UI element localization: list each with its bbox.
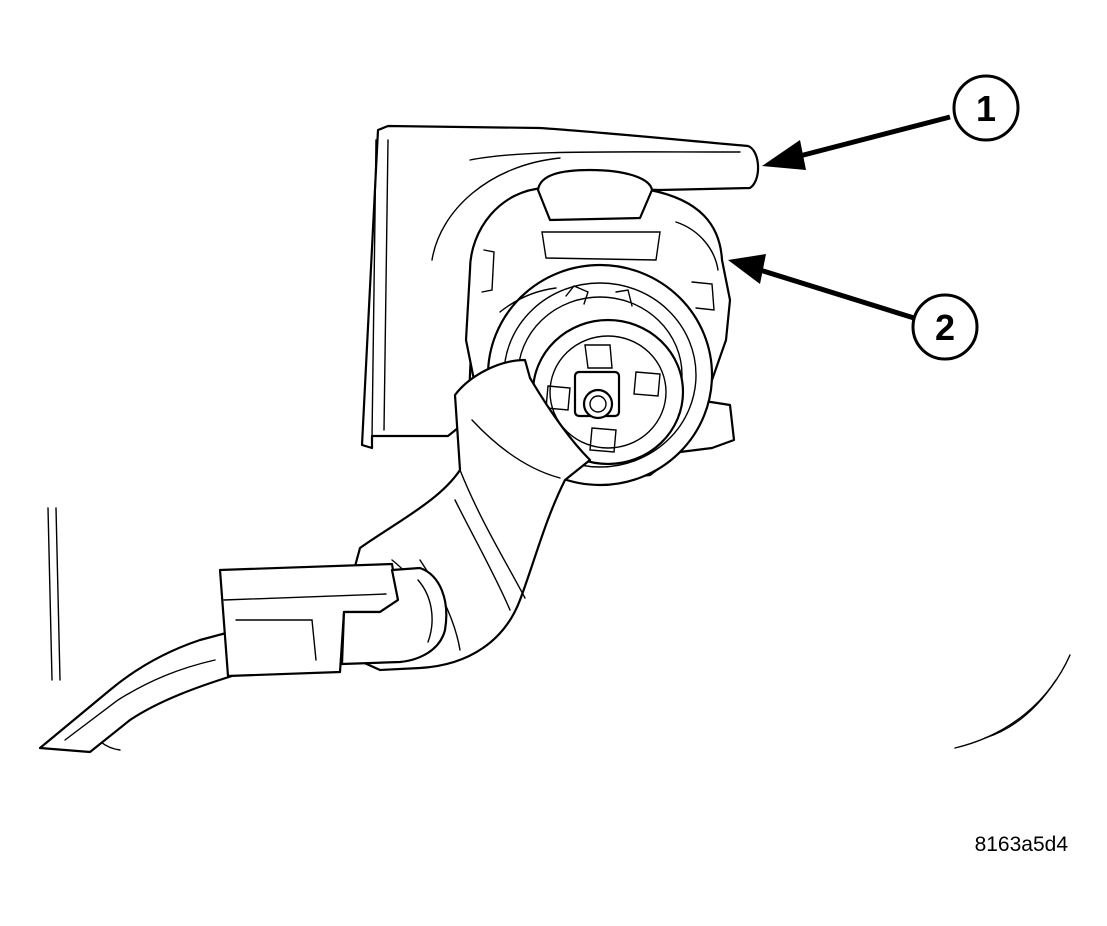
- callout-1-label: 1: [976, 88, 996, 129]
- figure-code: 8163a5d4: [975, 833, 1069, 856]
- callout-2-label: 2: [935, 307, 955, 348]
- vehicle-body-outline: [47, 507, 1071, 751]
- callout-1: 1: [762, 74, 1020, 170]
- wire-harness: [38, 358, 592, 754]
- mounting-bracket: [360, 124, 760, 450]
- callout-2: 2: [728, 254, 979, 361]
